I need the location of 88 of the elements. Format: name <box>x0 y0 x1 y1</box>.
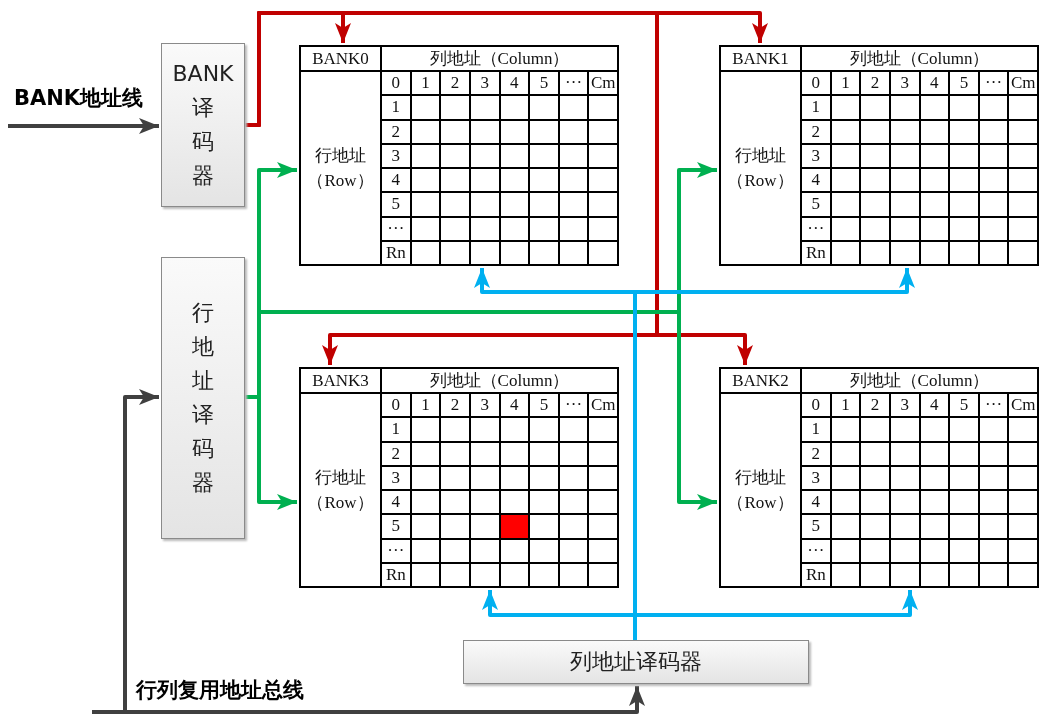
row-number: 1 <box>802 418 830 441</box>
row-number: 5 <box>802 193 830 216</box>
arrow <box>92 686 645 714</box>
column-number: 1 <box>411 72 440 95</box>
column-number: 0 <box>802 394 830 417</box>
column-number: ··· <box>979 394 1008 417</box>
row-number: ··· <box>382 217 410 240</box>
row-number: ··· <box>802 217 830 240</box>
decoder-label: BANK译码器 <box>172 60 234 190</box>
column-number: 5 <box>950 394 978 417</box>
row-number: 3 <box>382 144 410 167</box>
column-number: Cm <box>589 394 617 417</box>
row-number: 3 <box>802 144 830 167</box>
column-number: 3 <box>890 72 919 95</box>
bank-label: BANK0 <box>301 47 380 70</box>
column-number: 1 <box>831 72 860 95</box>
row-number: 5 <box>382 515 410 538</box>
row-number: 2 <box>382 442 410 465</box>
bank-label: BANK2 <box>721 369 800 392</box>
row-number: Rn <box>802 563 830 586</box>
row-number: 4 <box>802 169 830 192</box>
decoder-label: 列地址译码器 <box>570 648 702 676</box>
column-number: 0 <box>382 72 410 95</box>
column-number: 3 <box>890 394 919 417</box>
decoder-box <box>161 43 245 207</box>
row-number: 2 <box>802 442 830 465</box>
column-number: ··· <box>559 394 588 417</box>
column-header: 列地址（Column） <box>802 369 1037 392</box>
column-number: 1 <box>831 394 860 417</box>
arrow <box>8 118 159 134</box>
row-number: 4 <box>802 491 830 514</box>
row-header: 行地址（Row） <box>301 72 380 264</box>
column-number: 3 <box>470 72 499 95</box>
row-number: Rn <box>382 241 410 264</box>
column-number: 5 <box>530 72 558 95</box>
row-number: 2 <box>802 120 830 143</box>
decoder-box <box>463 640 809 684</box>
memory-bank-grid <box>719 45 1039 266</box>
column-number: 2 <box>441 394 469 417</box>
row-number: Rn <box>802 241 830 264</box>
column-number: 5 <box>530 394 558 417</box>
column-header: 列地址（Column） <box>382 369 617 392</box>
column-number: 2 <box>861 72 889 95</box>
memory-bank-grid <box>299 45 619 266</box>
row-number: 3 <box>382 466 410 489</box>
column-number: ··· <box>559 72 588 95</box>
column-header: 列地址（Column） <box>382 47 617 70</box>
row-number: 4 <box>382 491 410 514</box>
column-number: 5 <box>950 72 978 95</box>
row-number: 5 <box>802 515 830 538</box>
column-header: 列地址（Column） <box>802 47 1037 70</box>
row-number: Rn <box>382 563 410 586</box>
row-header: 行地址（Row） <box>301 394 380 586</box>
column-number: 4 <box>920 72 949 95</box>
edge-label: 行列复用地址总线 <box>136 677 304 704</box>
bank-label: BANK1 <box>721 47 800 70</box>
row-number: ··· <box>802 539 830 562</box>
column-number: 3 <box>470 394 499 417</box>
arrow <box>633 590 918 640</box>
column-number: ··· <box>979 72 1008 95</box>
column-number: 2 <box>441 72 469 95</box>
memory-bank-grid <box>299 367 619 588</box>
column-number: Cm <box>1009 394 1037 417</box>
memory-bank-grid <box>719 367 1039 588</box>
row-number: ··· <box>382 539 410 562</box>
edge-label: BANK地址线 <box>14 85 144 112</box>
column-number: Cm <box>589 72 617 95</box>
decoder-box <box>161 257 245 539</box>
row-number: 1 <box>382 96 410 119</box>
column-number: 0 <box>382 394 410 417</box>
row-number: 5 <box>382 193 410 216</box>
row-number: 3 <box>802 466 830 489</box>
row-number: 2 <box>382 120 410 143</box>
row-header: 行地址（Row） <box>721 394 800 586</box>
column-number: 0 <box>802 72 830 95</box>
bank-label: BANK3 <box>301 369 380 392</box>
column-number: Cm <box>1009 72 1037 95</box>
highlighted-cell <box>500 515 529 538</box>
decoder-label: 行地址译码器 <box>192 299 214 497</box>
column-number: 1 <box>411 394 440 417</box>
column-number: 4 <box>920 394 949 417</box>
row-number: 4 <box>382 169 410 192</box>
column-number: 4 <box>500 72 529 95</box>
column-number: 2 <box>861 394 889 417</box>
row-header: 行地址（Row） <box>721 72 800 264</box>
row-number: 1 <box>802 96 830 119</box>
column-number: 4 <box>500 394 529 417</box>
row-number: 1 <box>382 418 410 441</box>
